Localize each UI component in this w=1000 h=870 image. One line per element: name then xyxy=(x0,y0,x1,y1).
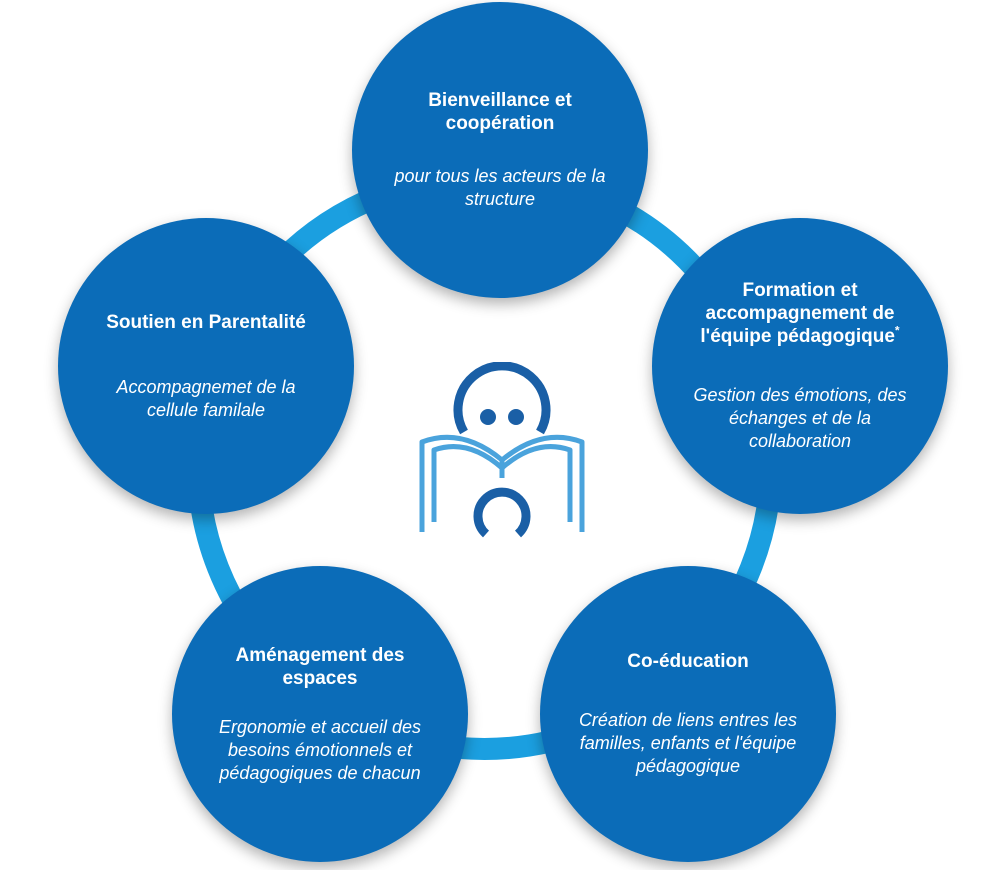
node-title-text: Formation et accompagnement de l'équipe … xyxy=(700,280,895,347)
head-outline xyxy=(453,362,551,435)
node-description: Gestion des émotions, des échanges et de… xyxy=(693,385,907,451)
footnote-mark: * xyxy=(894,323,900,338)
right-eye xyxy=(508,409,524,425)
node-bienveillance: Bienveillance et coopération pour tous l… xyxy=(352,2,648,298)
node-formation: Formation et accompagnement de l'équipe … xyxy=(652,218,948,514)
node-description: Création de liens entres les familles, e… xyxy=(578,710,798,776)
node-description: Accompagnemet de la cellule familale xyxy=(116,376,296,420)
child-reading-book-icon xyxy=(419,362,585,538)
node-amenagement: Aménagement des espaces Ergonomie et acc… xyxy=(172,566,468,862)
book xyxy=(419,434,585,532)
node-title: Bienveillance et coopération xyxy=(428,90,572,134)
node-title: Formation et accompagnement de l'équipe … xyxy=(686,279,914,348)
node-title: Aménagement des espaces xyxy=(235,644,405,689)
node-soutien-parentalite: Soutien en Parentalité Accompagnemet de … xyxy=(58,218,354,514)
node-description: Ergonomie et accueil des besoins émotion… xyxy=(218,716,422,783)
left-eye xyxy=(480,409,496,425)
node-title: Co-éducation xyxy=(627,651,749,672)
node-title: Soutien en Parentalité xyxy=(106,311,306,333)
node-coeducation: Co-éducation Création de liens entres le… xyxy=(540,566,836,862)
node-description: pour tous les acteurs de la structure xyxy=(394,166,606,209)
body-outline xyxy=(473,487,531,538)
